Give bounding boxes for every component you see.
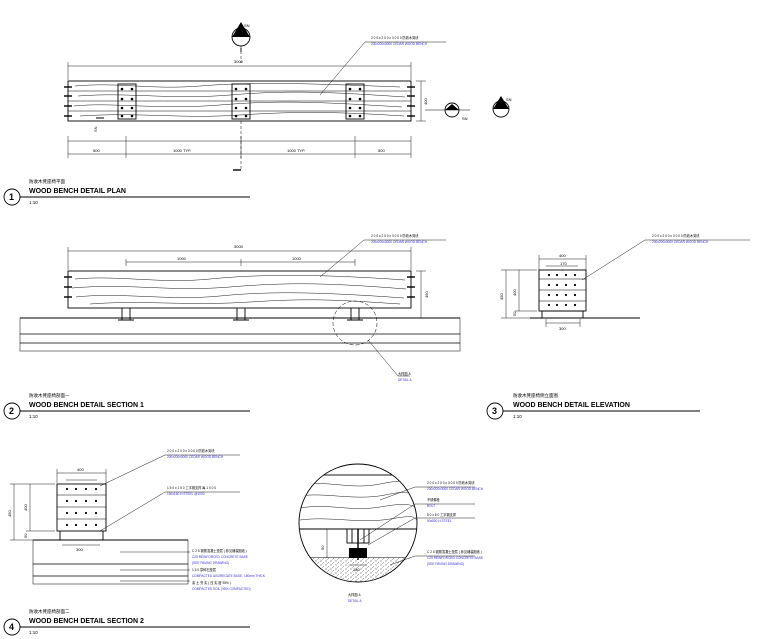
sec2-width-dim: 400 xyxy=(77,467,84,472)
sec2-height-dim: 450 xyxy=(7,510,12,517)
plan-width-dim: 400 xyxy=(423,98,428,105)
sec2-bench-block xyxy=(56,483,107,532)
sec2-top-dim: 400 xyxy=(23,504,28,511)
elev-height-dim: 450 xyxy=(499,293,504,300)
sec1-span-1: 1000 xyxy=(177,256,187,261)
elev-inner-dim: 170 xyxy=(560,261,567,266)
bench-section-outline xyxy=(67,270,412,309)
sec2-base-dim: 300 xyxy=(76,547,83,552)
det-bolt-en: BOLT xyxy=(427,504,435,508)
view-title-1: WOOD BENCH DETAIL PLAN xyxy=(29,188,126,195)
view-number-4: 4 xyxy=(9,622,14,632)
marker-sheet-label: SN xyxy=(244,23,250,28)
view-section-2: 400 450 400 50 300 2 0 0 x 2 0 0 x 3 0 0… xyxy=(7,448,266,591)
view-scale-3: 1:10 xyxy=(513,414,522,419)
plan-dim-end-right: 500 xyxy=(378,148,385,153)
section-marker-far: SN xyxy=(492,96,512,118)
view-number-1: 1 xyxy=(9,192,14,202)
title-block-1: 1 防收木凳座椅平面 WOOD BENCH DETAIL PLAN 1:10 xyxy=(3,178,250,206)
elev-bottom-dim: 50 xyxy=(512,311,517,316)
sec1-gravel-layer xyxy=(19,333,461,344)
detail-a-cn: 大样图 A xyxy=(398,371,411,376)
elev-width-dim: 400 xyxy=(559,253,566,258)
plan-dim-typ-2: 1000 TYP. xyxy=(287,148,305,153)
sec2-concrete-cn: C 2 5 钢筋混凝土垫层 ( 参见铺装图纸 ) xyxy=(192,548,247,553)
view-title-4: WOOD BENCH DETAIL SECTION 2 xyxy=(29,618,144,625)
det-steel-cn: 5 0 x 8 0 工字钢支撑 xyxy=(427,512,457,517)
detail-title-cn: 大样图 A xyxy=(348,592,361,597)
view-cn-2: 防收木凳座椅剖面一 xyxy=(29,392,70,399)
sec2-steel-en: 150x150 H STEEL @1000 xyxy=(167,492,205,496)
title-block-2: 2 防收木凳座椅剖面一 WOOD BENCH DETAIL SECTION 1 … xyxy=(3,392,250,420)
view-number-3: 3 xyxy=(492,406,497,416)
det-bench-cn: 2 0 0 x 2 0 0 x 3 0 0 0 防收木凳块 xyxy=(427,480,475,485)
elev-note-en: 200x200x3000 CEDAR WOOD BENCH xyxy=(652,240,709,244)
plan-dim-end-left: 500 xyxy=(93,148,100,153)
det-bolt-cn: 不锈螺栓 xyxy=(427,497,441,502)
elev-note-cn: 2 0 0 x 2 0 0 x 3 0 0 0 防收木凳块 xyxy=(652,233,700,238)
view-section-1: 3000 1000 1000 450 大样图 A xyxy=(19,233,461,382)
view-elevation: 400 170 450 400 50 300 2 0 0 x 2 0 0 x 3… xyxy=(499,233,750,331)
title-block-4: 4 防收木凳座椅剖面二 WOOD BENCH DETAIL SECTION 2 … xyxy=(3,608,250,636)
sec2-bench-cn: 2 0 0 x 2 0 0 x 3 0 0 0 防收木凳块 xyxy=(167,448,215,453)
detail-base-dim: 180 xyxy=(353,567,360,572)
sec2-bench-en: 200x200x3000 CEDAR WOOD BENCH xyxy=(167,455,224,459)
view-detail-a: 50 180 2 0 0 x 2 0 0 x 3 0 0 0 防收木凳块 200… xyxy=(298,463,484,603)
detail-bottom-dim: 50 xyxy=(320,545,325,550)
det-concrete-en: C25 REINFORCED CONCRETE BASE xyxy=(427,556,483,560)
sec1-soil-layer xyxy=(19,342,461,352)
sec2-soil-en: COMPACTED SOIL (95% COMPACTED) xyxy=(192,587,251,591)
sec1-span-2: 1000 xyxy=(292,256,302,261)
sec1-height-dim: 450 xyxy=(424,291,429,298)
detail-title-en: DETAIL A xyxy=(348,599,363,603)
det-steel-en: 50x800 H STEEL xyxy=(427,519,452,523)
far-marker-label: SN xyxy=(506,97,512,102)
view-scale-1: 1:10 xyxy=(29,200,38,205)
det-concrete-ref: (SEE PAVING DRAWING) xyxy=(427,562,464,566)
sec2-soil-cn: 素 土 夯 实 ( 压 实 度 95% ) xyxy=(192,580,231,585)
sec2-concrete-ref: (SEE PAVING DRAWING) xyxy=(192,561,229,565)
right-marker-label: SN xyxy=(462,116,468,121)
sec1-note-en: 200x200x3000 CEDAR WOOD BENCH xyxy=(371,240,428,244)
view-title-2: WOOD BENCH DETAIL SECTION 1 xyxy=(29,402,144,409)
sec2-soil-layer xyxy=(32,575,189,585)
sec1-note-cn: 2 0 0 x 2 0 0 x 3 0 0 0 防收木凳块 xyxy=(371,233,419,238)
sec2-bottom-dim: 50 xyxy=(23,533,28,538)
sec2-gravel-en: COMPACTED AGGREGATE BASE, 150mm THICK xyxy=(192,574,266,578)
view-cn-3: 防收木凳座椅侧立面图 xyxy=(513,392,558,399)
view-title-3: WOOD BENCH DETAIL ELEVATION xyxy=(513,402,630,409)
plan-support-plates xyxy=(117,83,365,120)
view-number-2: 2 xyxy=(9,406,14,416)
section-marker-right: SN xyxy=(425,102,470,121)
plan-cut-label: SN xyxy=(93,126,98,132)
plan-note-cn: 2 0 0 x 2 0 0 x 3 0 0 0 防收木凳块 xyxy=(371,35,419,40)
title-block-3: 3 防收木凳座椅侧立面图 WOOD BENCH DETAIL ELEVATION… xyxy=(486,392,700,420)
det-bench-en: 200x200x3000 CEDAR WOOD BENCH xyxy=(427,487,484,491)
elev-bench-block xyxy=(538,269,587,312)
plan-dim-typ-1: 1000 TYP. xyxy=(173,148,191,153)
sec2-gravel-cn: 1 5 0 厚碎石垫层 xyxy=(192,567,216,572)
sec2-steel-cn: 1 5 0 x 1 5 0 工字钢支撑 每 1 0 0 0 xyxy=(167,485,216,490)
sec2-concrete-en: C25 REINFORCED CONCRETE BASE xyxy=(192,555,248,559)
detail-a-en: DETAIL A xyxy=(398,378,413,382)
plan-note-en: 200x200x3000 CEDAR WOOD BENCH xyxy=(371,42,428,46)
plan-total-dim: 3000 xyxy=(234,59,244,64)
sec1-total-dim: 3000 xyxy=(234,244,244,249)
view-plan: SN 3000 xyxy=(64,22,512,171)
view-scale-4: 1:10 xyxy=(29,630,38,635)
elev-base-dim: 300 xyxy=(559,326,566,331)
view-cn-1: 防收木凳座椅平面 xyxy=(29,178,65,185)
elev-top-dim: 400 xyxy=(512,289,517,296)
detail-a-callout xyxy=(332,300,378,346)
det-concrete-cn: C 2 5 钢筋混凝土垫层 ( 参见铺装图纸 ) xyxy=(427,549,482,554)
view-scale-2: 1:10 xyxy=(29,414,38,419)
view-cn-4: 防收木凳座椅剖面二 xyxy=(29,608,70,615)
